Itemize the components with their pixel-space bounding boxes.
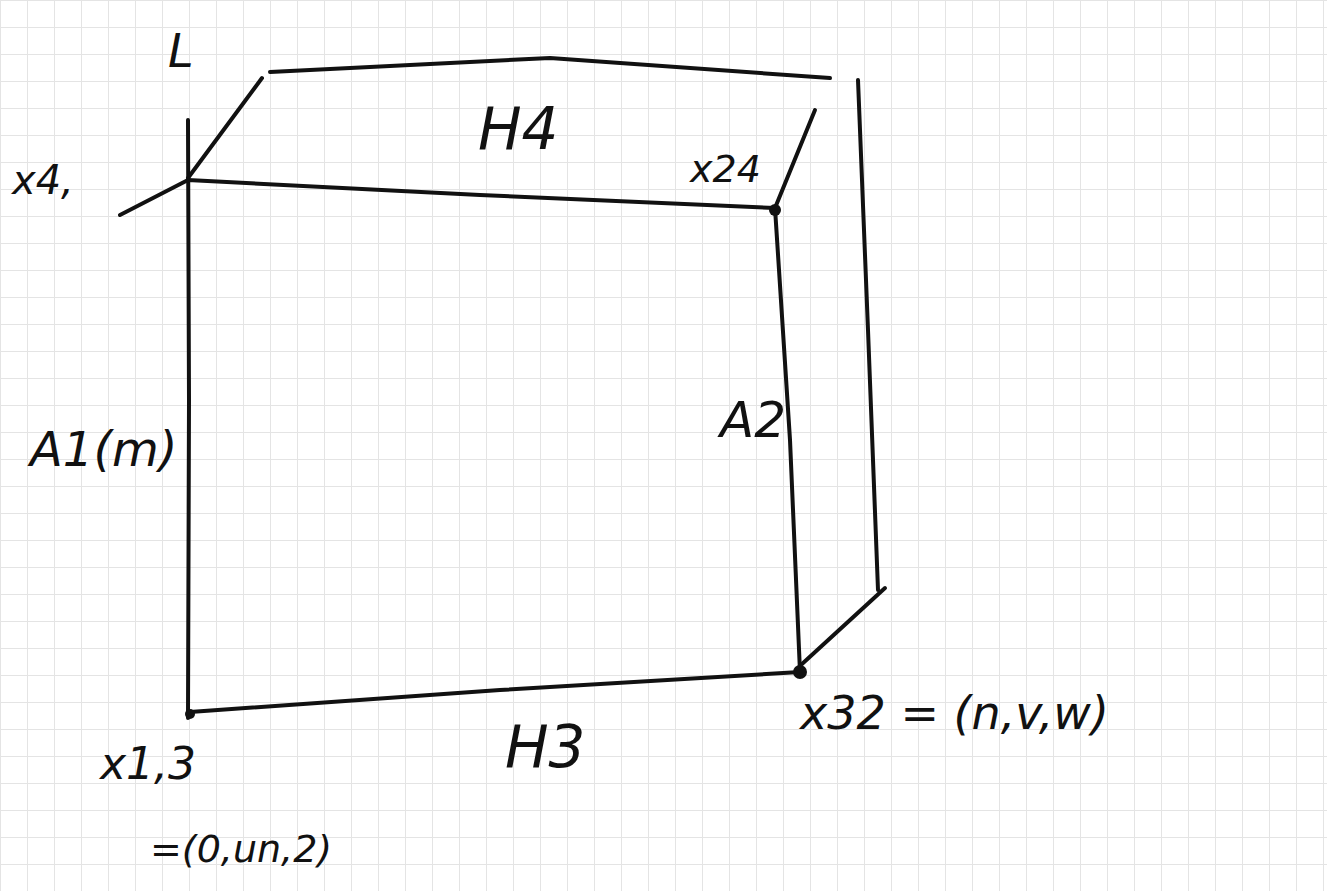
vertex-label: x24 bbox=[690, 150, 761, 188]
front-bottom-edge bbox=[190, 672, 800, 712]
face-label: A1(m) bbox=[30, 425, 178, 473]
depth-edge bbox=[775, 110, 815, 208]
vertex-label: x1,3 bbox=[100, 742, 196, 786]
vertex-label: x4, bbox=[12, 160, 74, 200]
front-top-edge bbox=[120, 180, 775, 215]
depth-edge bbox=[802, 588, 885, 664]
edge-label: L bbox=[168, 28, 194, 74]
vertex-dot bbox=[793, 665, 807, 679]
front-left-edge bbox=[188, 120, 189, 718]
face-label: H4 bbox=[478, 100, 559, 158]
depth-edge bbox=[188, 78, 262, 178]
back-right-edge bbox=[858, 80, 878, 590]
coordinate-label: =(0,un,2) bbox=[150, 830, 332, 868]
face-label: H3 bbox=[505, 718, 586, 776]
vertex-dot bbox=[185, 709, 195, 719]
vertex-dot bbox=[769, 204, 781, 216]
vertex-label: x32 = (n,v,w) bbox=[800, 690, 1109, 736]
face-label: A2 bbox=[720, 395, 786, 445]
back-top-edge bbox=[270, 58, 830, 78]
